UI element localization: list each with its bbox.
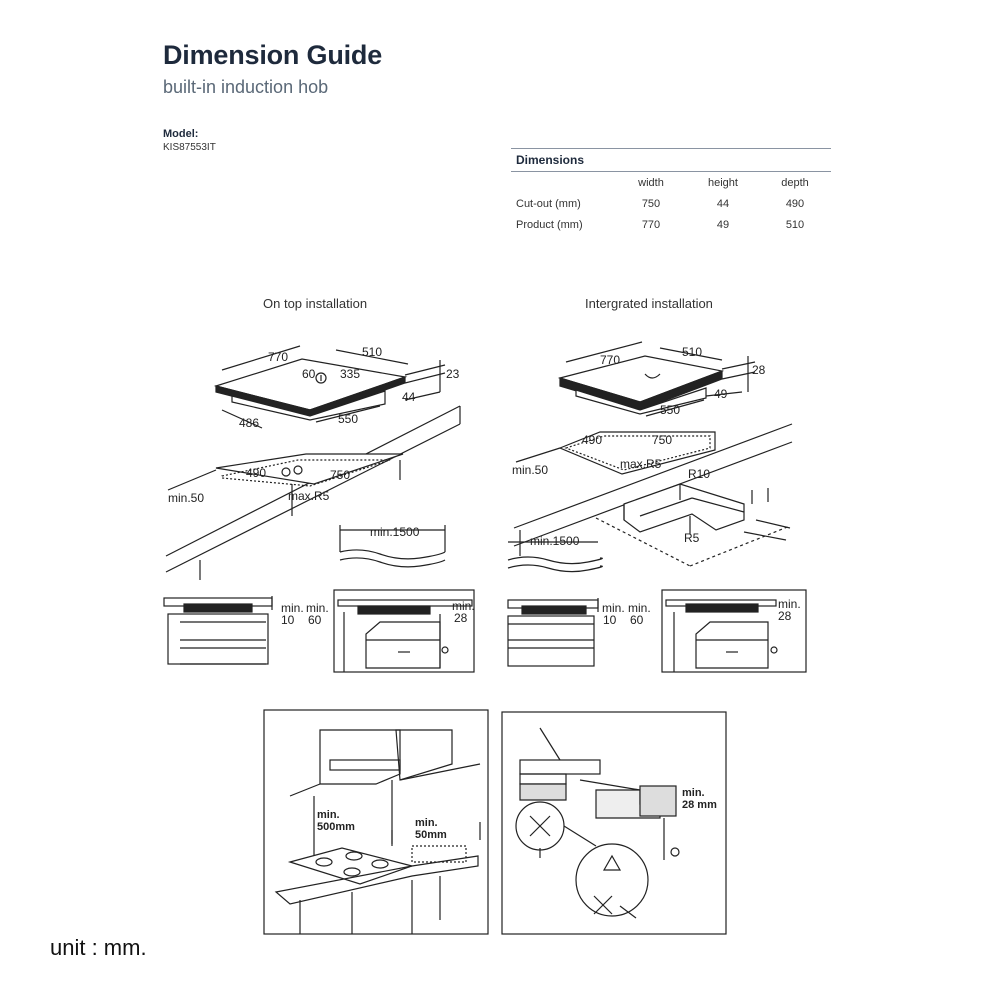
col-height: height <box>708 176 738 189</box>
col-depth: depth <box>781 176 809 189</box>
label-23: 23 <box>446 367 460 381</box>
ontop-cable <box>339 525 446 568</box>
label-750: 750 <box>330 468 350 482</box>
unit-note: unit : mm. <box>50 935 147 960</box>
label-min50: min.50 <box>512 463 548 477</box>
label-10: 10 <box>603 613 617 627</box>
label-490: 490 <box>582 433 602 447</box>
table-row: Product (mm) 770 49 510 <box>511 214 831 235</box>
label-550: 550 <box>660 403 680 417</box>
row-label: Cut-out (mm) <box>516 197 581 210</box>
label-min28-b: 28 mm <box>682 799 717 811</box>
cell: 510 <box>785 218 805 231</box>
detail-diagram <box>501 711 727 935</box>
label-28: 28 <box>752 363 766 377</box>
label-min50-b: 50mm <box>415 829 447 841</box>
label-min-b: min. <box>306 601 329 615</box>
integrated-title: Intergrated installation <box>585 296 713 311</box>
label-510: 510 <box>682 345 702 359</box>
label-min50-a: min. <box>415 817 438 829</box>
label-max-r5: max.R5 <box>288 489 330 503</box>
label-min-b: min. <box>628 601 651 615</box>
integrated-cable <box>507 541 603 573</box>
label-510: 510 <box>362 345 382 359</box>
label-750: 750 <box>652 433 672 447</box>
ontop-section-2 <box>333 589 475 673</box>
table-row: Cut-out (mm) 750 44 490 <box>511 193 831 214</box>
ontop-title: On top installation <box>263 296 368 311</box>
dimensions-table: Dimensions width height depth Cut-out (m… <box>511 148 831 235</box>
label-min1500: min.1500 <box>530 534 580 548</box>
integrated-corner-detail <box>595 483 791 567</box>
col-width: width <box>638 176 664 189</box>
label-44: 44 <box>402 390 416 404</box>
cell: 490 <box>785 197 805 210</box>
cell: 44 <box>716 197 730 210</box>
row-label: Product (mm) <box>516 218 583 231</box>
label-min500-a: min. <box>317 809 340 821</box>
label-60: 60 <box>302 367 316 381</box>
page-subtitle: built-in induction hob <box>163 77 329 97</box>
label-550: 550 <box>338 412 358 426</box>
label-min-c: min. <box>778 597 801 611</box>
label-r10: R10 <box>688 467 710 481</box>
label-10: 10 <box>281 613 295 627</box>
ontop-section-1 <box>163 596 273 665</box>
label-min1500: min.1500 <box>370 525 420 539</box>
label-770: 770 <box>268 350 288 364</box>
label-r5: R5 <box>684 531 700 545</box>
label-min28-a: min. <box>682 787 705 799</box>
integrated-hob-drawing <box>557 341 756 417</box>
kitchen-labels: min. 500mm min. 50mm min. 28 mm <box>317 787 717 841</box>
integrated-section-1 <box>507 598 599 667</box>
label-min50: min.50 <box>168 491 204 505</box>
label-770: 770 <box>600 353 620 367</box>
cell: 750 <box>641 197 661 210</box>
kitchen-diagram <box>263 709 489 935</box>
label-28: 28 <box>454 611 468 625</box>
page-title: Dimension Guide <box>163 40 383 70</box>
label-max-r5: max.R5 <box>620 457 662 471</box>
label-335: 335 <box>340 367 360 381</box>
label-49: 49 <box>714 387 728 401</box>
label-486: 486 <box>239 416 259 430</box>
model-value: KIS87553IT <box>163 142 216 153</box>
label-min-c: min. <box>452 599 475 613</box>
label-28b: 28 <box>778 609 792 623</box>
label-min-a: min. <box>602 601 625 615</box>
label-60b: 60 <box>308 613 322 627</box>
ontop-labels: 770 510 60 335 23 44 486 550 490 750 max… <box>168 345 475 627</box>
table-header-row: width height depth <box>511 172 831 193</box>
cell: 49 <box>716 218 730 231</box>
integrated-labels: 770 510 28 49 550 490 750 max.R5 min.50 … <box>512 345 801 627</box>
integrated-section-2 <box>661 589 807 673</box>
label-min500-b: 500mm <box>317 821 355 833</box>
dimensions-table-title: Dimensions <box>511 148 831 172</box>
ontop-hob-drawing <box>213 345 446 429</box>
label-60: 60 <box>630 613 644 627</box>
label-min-a: min. <box>281 601 304 615</box>
label-490: 490 <box>246 466 266 480</box>
ontop-worktop <box>165 405 461 580</box>
cell: 770 <box>641 218 661 231</box>
model-label: Model: <box>163 128 199 140</box>
